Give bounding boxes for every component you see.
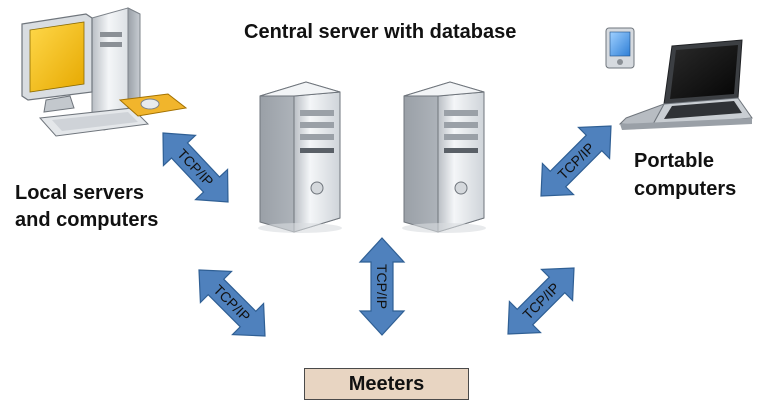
pda-icon [605, 27, 635, 69]
desktop-computer-icon [21, 7, 188, 137]
laptop-icon [618, 39, 753, 130]
portable-computers-label-line1: Portable [634, 150, 715, 172]
double-arrow-icon [540, 125, 612, 197]
diagram-title: Central server with database [244, 21, 517, 43]
tcpip-arrow [358, 237, 406, 336]
tcpip-arrow [198, 269, 266, 337]
tcpip-arrow [507, 267, 575, 335]
double-arrow-icon [507, 267, 575, 335]
double-arrow-icon [358, 237, 406, 336]
tcpip-arrow [540, 125, 612, 197]
double-arrow-icon [162, 132, 229, 203]
server-tower-icon [402, 81, 486, 233]
meeters-label: Meeters [348, 372, 425, 395]
local-servers-label-line1: Local servers [15, 182, 144, 204]
local-servers-label-line2: and computers [15, 209, 159, 231]
double-arrow-icon [198, 269, 266, 337]
server-tower-icon [258, 81, 342, 233]
portable-computers-label-line2: computers [634, 178, 737, 200]
tcpip-label: TCP/IP [374, 264, 390, 309]
tcpip-arrow [162, 132, 229, 203]
meeters-box: Meeters [304, 368, 469, 400]
